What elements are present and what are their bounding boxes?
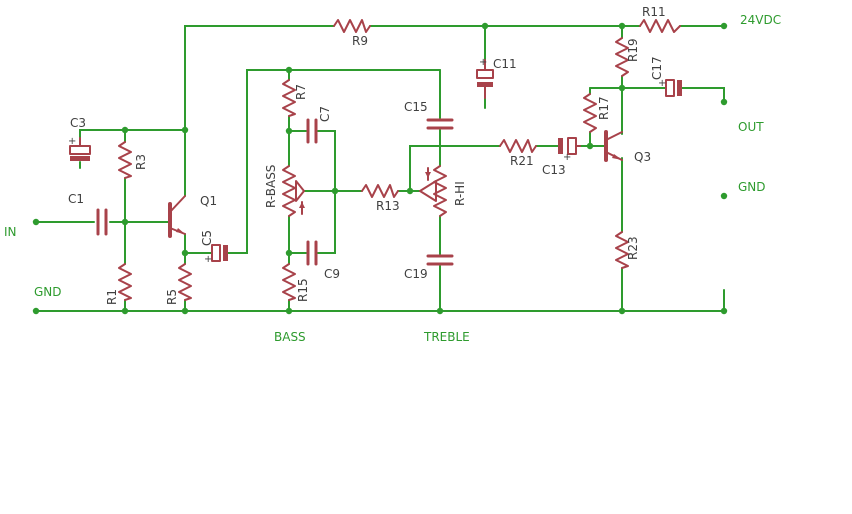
potentiometer-r-hi — [419, 165, 447, 217]
potentiometer-r-bass — [282, 165, 305, 217]
label-r1: R1 — [105, 289, 119, 305]
label-c15: C15 — [404, 100, 428, 114]
net-label-out: OUT — [738, 120, 764, 134]
resistor-r5 — [178, 263, 192, 301]
capacitor-c17: + — [658, 78, 682, 97]
label-q1: Q1 — [200, 194, 217, 208]
net-label-bass: BASS — [274, 330, 306, 344]
capacitor-c9 — [306, 240, 318, 266]
label-r19: R19 — [626, 38, 640, 62]
transistor-q1 — [168, 195, 186, 238]
capacitor-c11: + — [476, 57, 494, 99]
capacitor-c19 — [426, 254, 454, 266]
resistor-r9 — [333, 19, 371, 33]
net-label-treble: TREBLE — [423, 330, 470, 344]
label-r5: R5 — [165, 289, 179, 305]
label-c17: C17 — [650, 56, 664, 80]
label-r13: R13 — [376, 199, 400, 213]
label-r23: R23 — [626, 236, 640, 260]
net-labels: IN GND 24VDC OUT GND BASS TREBLE — [4, 13, 781, 344]
part-labels: R11 R9 R19 C11 C17 R7 C7 C15 R17 C3 R3 Q… — [68, 5, 666, 305]
wires — [35, 25, 725, 312]
svg-text:+: + — [68, 136, 76, 147]
label-r3: R3 — [134, 154, 148, 170]
label-c13: C13 — [542, 163, 566, 177]
net-label-gnd-right: GND — [738, 180, 766, 194]
svg-text:+: + — [563, 152, 571, 163]
label-c1: C1 — [68, 192, 84, 206]
resistor-r3 — [118, 141, 132, 179]
label-c7: C7 — [318, 106, 332, 122]
label-r7: R7 — [294, 84, 308, 100]
capacitor-c5: + — [204, 244, 228, 265]
label-c19: C19 — [404, 267, 428, 281]
label-c5: C5 — [200, 230, 214, 246]
label-c3: C3 — [70, 116, 86, 130]
resistor-r21 — [499, 139, 537, 153]
transistor-q3 — [604, 130, 623, 162]
net-label-24vdc: 24VDC — [740, 13, 781, 27]
svg-text:+: + — [658, 78, 666, 89]
resistor-r23 — [615, 231, 629, 269]
label-r21: R21 — [510, 154, 534, 168]
svg-text:+: + — [479, 57, 487, 68]
capacitor-c1 — [96, 208, 108, 236]
label-r15: R15 — [296, 278, 310, 302]
junctions — [32, 22, 728, 315]
capacitor-c3: + — [68, 136, 91, 161]
capacitor-c7 — [306, 118, 318, 144]
net-label-in: IN — [4, 225, 17, 239]
resistor-r13 — [361, 184, 399, 198]
label-r11: R11 — [642, 5, 666, 19]
label-c11: C11 — [493, 57, 517, 71]
net-label-gnd-left: GND — [34, 285, 62, 299]
label-r9: R9 — [352, 34, 368, 48]
label-r-hi: R-HI — [453, 181, 467, 206]
resistor-r7 — [282, 79, 296, 117]
resistor-r15 — [282, 263, 296, 301]
label-c9: C9 — [324, 267, 340, 281]
capacitor-c13: + — [558, 137, 581, 163]
capacitor-c15 — [426, 118, 454, 130]
label-q3: Q3 — [634, 150, 651, 164]
resistor-r17 — [583, 93, 597, 133]
svg-text:+: + — [204, 254, 212, 265]
resistor-r11 — [639, 19, 681, 33]
label-r17: R17 — [597, 96, 611, 120]
resistor-r19 — [615, 37, 629, 77]
label-r-bass: R-BASS — [264, 165, 278, 208]
resistor-r1 — [118, 263, 132, 301]
